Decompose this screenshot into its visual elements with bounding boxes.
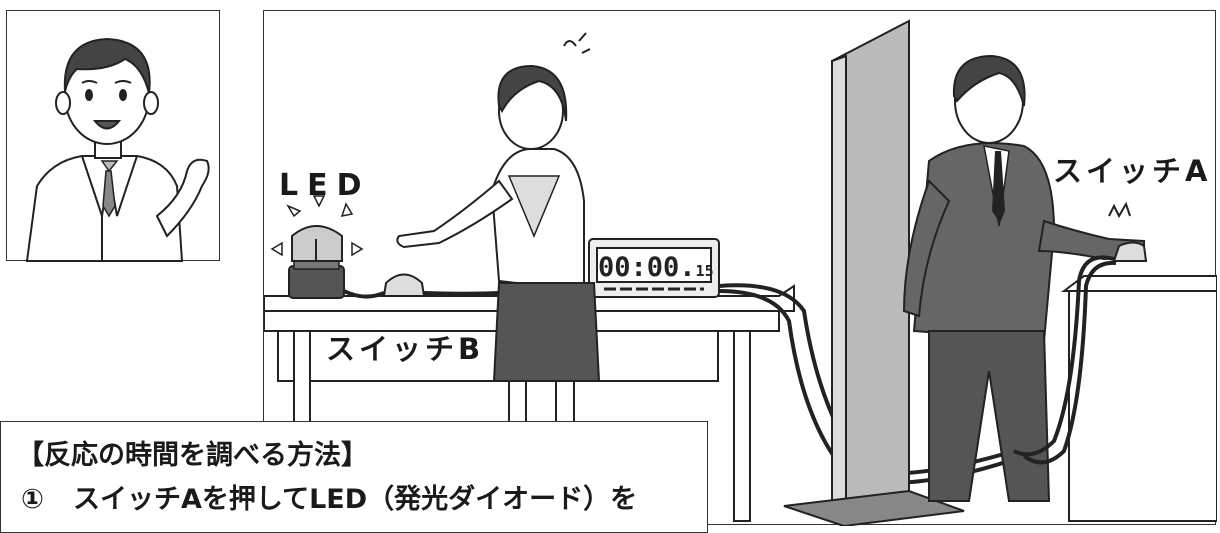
timer-display: 00:00.15 (598, 252, 718, 286)
method-title: 【反応の時間を調べる方法】 (17, 440, 368, 471)
switch-a-label: スイッチA (1053, 154, 1212, 188)
teacher-illustration-panel (6, 10, 220, 262)
timer-sub-digits: 15 (695, 262, 714, 280)
method-step-text: スイッチAを押してLED（発光ダイオード）を (73, 484, 638, 515)
switch-b-label: スイッチB (326, 332, 485, 366)
experiment-scene-panel (263, 10, 1217, 526)
method-step: ① スイッチAを押してLED（発光ダイオード）を (17, 478, 691, 522)
method-step-number: ① (21, 484, 44, 515)
method-box: 【反応の時間を調べる方法】 ① スイッチAを押してLED（発光ダイオード）を (0, 421, 708, 533)
experiment-scene (264, 19, 1217, 526)
timer-main-digits: 00:00. (598, 252, 696, 283)
led-label: LED (279, 168, 371, 203)
teacher-illustration (25, 37, 210, 262)
